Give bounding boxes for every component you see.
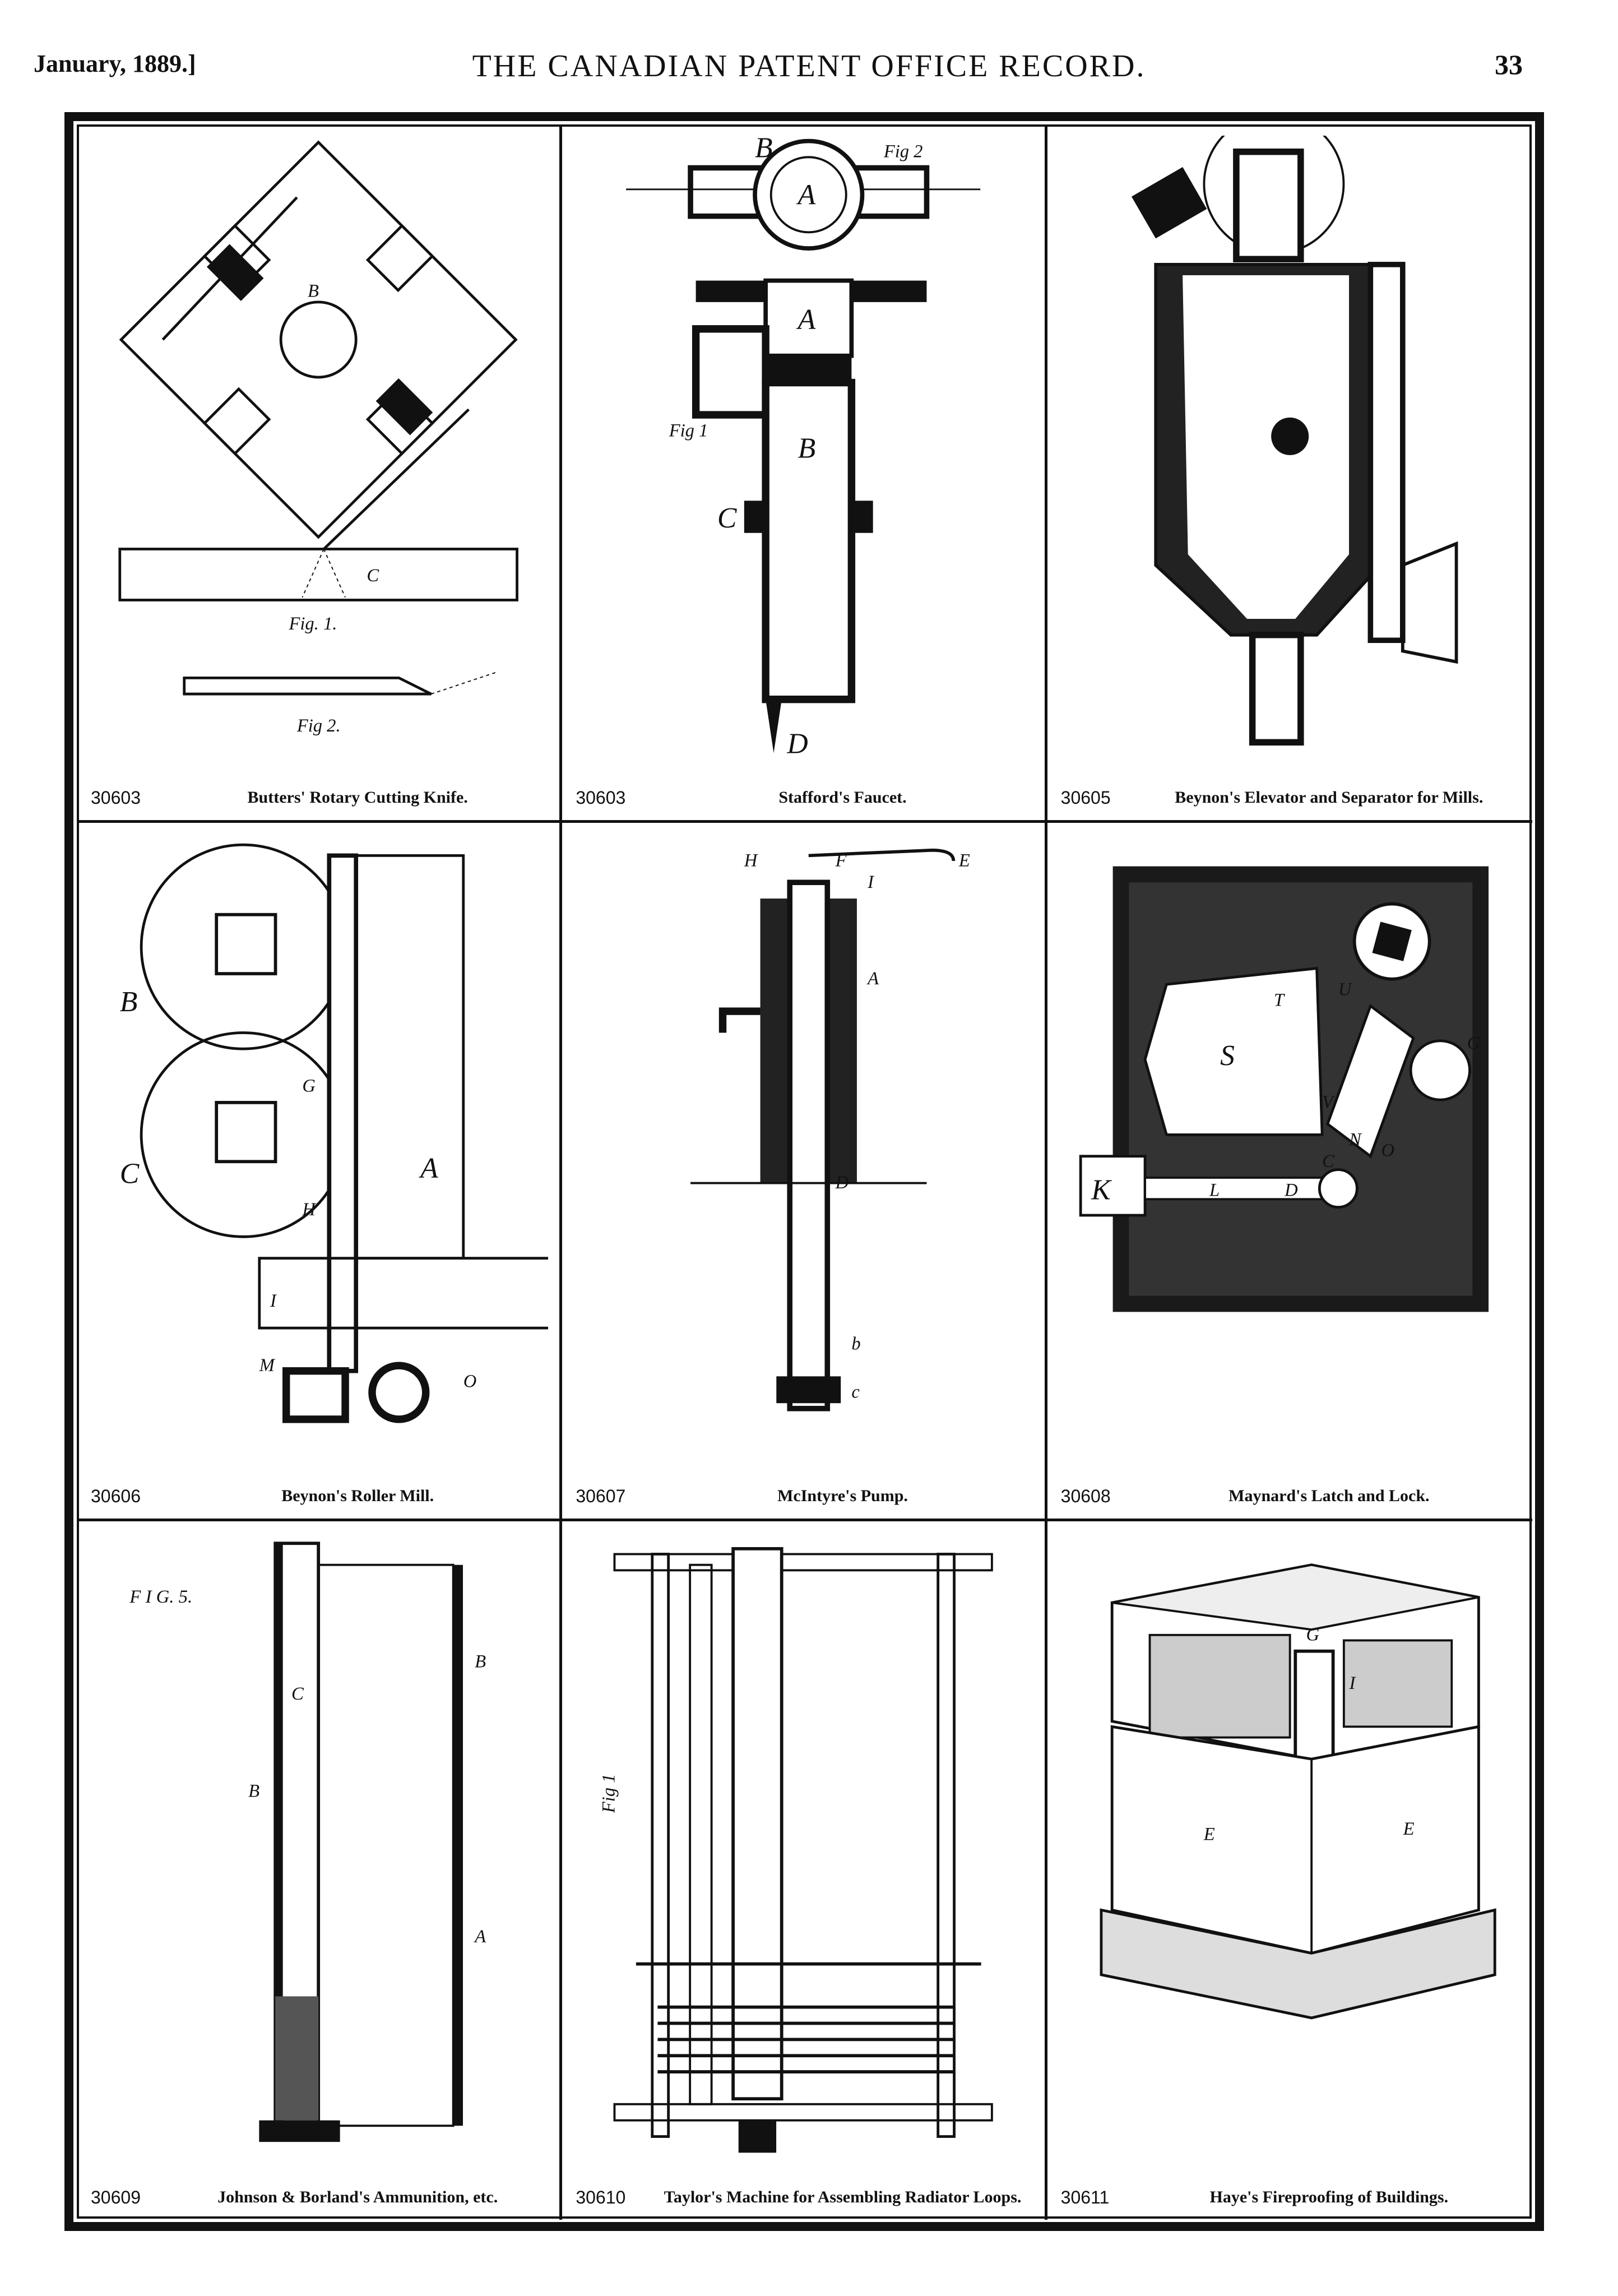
patent-number: 30606 xyxy=(91,1486,141,1506)
patent-cell-3: 30605 Beynon's Elevator and Separator fo… xyxy=(1047,124,1532,823)
patent-cell-8: Fig 1 30610 Taylor's Machine for Assembl… xyxy=(562,1521,1047,2220)
label-s: S xyxy=(1220,1040,1235,1072)
fig2-label: Fig 2 xyxy=(883,141,923,161)
patent-grid: Fig. 1. Fig 2. B C 30603 Butters' Rotary… xyxy=(77,124,1532,2220)
patent-title: McIntyre's Pump. xyxy=(777,1487,908,1505)
label-b: B xyxy=(798,433,816,465)
label-b-left: B xyxy=(248,1781,259,1801)
patent-caption-7: 30609 Johnson & Borland's Ammunition, et… xyxy=(91,2187,546,2207)
patent-caption-2: 30603 Stafford's Faucet. xyxy=(576,788,1031,808)
label-i: I xyxy=(867,872,875,892)
label-i: I xyxy=(270,1291,277,1311)
label-c: C xyxy=(717,502,737,534)
label-b-top: B xyxy=(755,136,773,164)
latch-lock-drawing: S K L D C O N T U V G xyxy=(1059,834,1521,1457)
patent-caption-5: 30607 McIntyre's Pump. xyxy=(576,1486,1031,1506)
fig2-label: Fig 2. xyxy=(296,716,341,736)
patent-cell-6: S K L D C O N T U V G 30608 xyxy=(1047,823,1532,1521)
label-a: A xyxy=(866,969,879,989)
fireproofing-drawing: E E G I xyxy=(1059,1533,1521,2158)
label-a-top: A xyxy=(796,179,816,211)
patent-title: Taylor's Machine for Assembling Radiator… xyxy=(664,2188,1022,2206)
rotary-knife-drawing: Fig. 1. Fig 2. B C xyxy=(89,136,548,758)
ammunition-drawing: F I G. 5. C B B A xyxy=(89,1533,548,2158)
patent-cell-5: H F I E A D b c 30607 McIntyre's Pump. xyxy=(562,823,1047,1521)
patent-number: 30610 xyxy=(576,2187,626,2207)
page-frame xyxy=(64,112,1544,2231)
label-g: G xyxy=(302,1076,316,1096)
label-l: L xyxy=(1209,1181,1220,1201)
patent-number: 30603 xyxy=(576,788,626,808)
patent-number: 30609 xyxy=(91,2187,141,2207)
publication-title: THE CANADIAN PATENT OFFICE RECORD. xyxy=(472,49,1146,84)
label-c: C xyxy=(1322,1151,1335,1172)
patent-number: 30605 xyxy=(1060,788,1111,808)
patent-title: Beynon's Roller Mill. xyxy=(281,1487,434,1505)
patent-title: Haye's Fireproofing of Buildings. xyxy=(1209,2188,1449,2206)
fig1-label: Fig 1 xyxy=(669,420,708,441)
label-o: O xyxy=(463,1371,477,1391)
pump-drawing: H F I E A D b c xyxy=(573,834,1033,1457)
label-d: D xyxy=(1284,1181,1298,1201)
label-b-right: B xyxy=(475,1652,486,1672)
label-e-left: E xyxy=(1203,1824,1214,1844)
label-b: B xyxy=(120,986,138,1018)
patent-number: 30611 xyxy=(1060,2187,1110,2207)
label-f: F xyxy=(835,850,847,871)
label-g: G xyxy=(1306,1624,1319,1645)
label-k: K xyxy=(1091,1174,1112,1206)
label-o: O xyxy=(1381,1141,1394,1161)
patent-caption-6: 30608 Maynard's Latch and Lock. xyxy=(1061,1486,1519,1506)
radiator-machine-drawing: Fig 1 xyxy=(573,1533,1033,2158)
patent-caption-3: 30605 Beynon's Elevator and Separator fo… xyxy=(1061,788,1519,808)
patent-caption-4: 30606 Beynon's Roller Mill. xyxy=(91,1486,546,1506)
patent-caption-9: 30611 Haye's Fireproofing of Buildings. xyxy=(1061,2187,1519,2207)
page-header: January, 1889.] THE CANADIAN PATENT OFFI… xyxy=(0,0,1618,112)
label-c: c xyxy=(852,1382,860,1402)
label-c: C xyxy=(291,1684,304,1704)
patent-title: Butters' Rotary Cutting Knife. xyxy=(247,788,468,807)
label-d: D xyxy=(787,728,808,758)
fig1-label: Fig. 1. xyxy=(288,614,337,634)
patent-cell-9: E E G I 30611 Haye's Fireproofing of Bui… xyxy=(1047,1521,1532,2220)
fig1-label: Fig 1 xyxy=(599,1774,619,1813)
patent-cell-1: Fig. 1. Fig 2. B C 30603 Butters' Rotary… xyxy=(77,124,563,823)
patent-number: 30607 xyxy=(576,1486,626,1506)
patent-title: Johnson & Borland's Ammunition, etc. xyxy=(217,2188,498,2206)
label-i: I xyxy=(1348,1673,1356,1693)
fig5-label: F I G. 5. xyxy=(129,1587,192,1607)
label-b: B xyxy=(308,281,319,301)
patent-title: Stafford's Faucet. xyxy=(778,788,907,807)
patent-caption-8: 30610 Taylor's Machine for Assembling Ra… xyxy=(576,2187,1031,2207)
label-a: A xyxy=(474,1927,486,1947)
label-b: b xyxy=(852,1334,861,1354)
roller-mill-drawing: B C A G H I M O xyxy=(89,834,560,1457)
patent-title: Beynon's Elevator and Separator for Mill… xyxy=(1175,788,1483,807)
label-c: C xyxy=(367,566,379,586)
label-e-right: E xyxy=(1402,1819,1414,1839)
label-a: A xyxy=(796,304,816,336)
label-h: H xyxy=(302,1200,316,1220)
patent-caption-1: 30603 Butters' Rotary Cutting Knife. xyxy=(91,788,546,808)
patent-number: 30603 xyxy=(91,788,141,808)
label-m: M xyxy=(259,1355,276,1376)
label-t: T xyxy=(1274,990,1286,1010)
label-h: H xyxy=(744,850,758,871)
label-d: D xyxy=(835,1173,849,1193)
page-number: 33 xyxy=(1495,49,1523,80)
patent-title: Maynard's Latch and Lock. xyxy=(1228,1487,1430,1505)
patent-cell-2: A B Fig 2 A B C D Fig 1 30603 Stafford's… xyxy=(562,124,1047,823)
label-e: E xyxy=(958,850,970,871)
issue-date: January, 1889.] xyxy=(34,50,196,77)
patent-cell-4: B C A G H I M O 30606 Beynon's Roller Mi… xyxy=(77,823,563,1521)
patent-number: 30608 xyxy=(1060,1486,1111,1506)
patent-cell-7: F I G. 5. C B B A 30609 Johnson & Borlan… xyxy=(77,1521,563,2220)
label-n: N xyxy=(1348,1130,1362,1150)
label-c: C xyxy=(120,1158,140,1190)
label-u: U xyxy=(1338,979,1353,999)
elevator-drawing xyxy=(1059,124,1521,758)
faucet-drawing: A B Fig 2 A B C D Fig 1 xyxy=(573,132,1033,760)
label-a: A xyxy=(419,1152,438,1184)
label-g: G xyxy=(1467,1033,1480,1053)
